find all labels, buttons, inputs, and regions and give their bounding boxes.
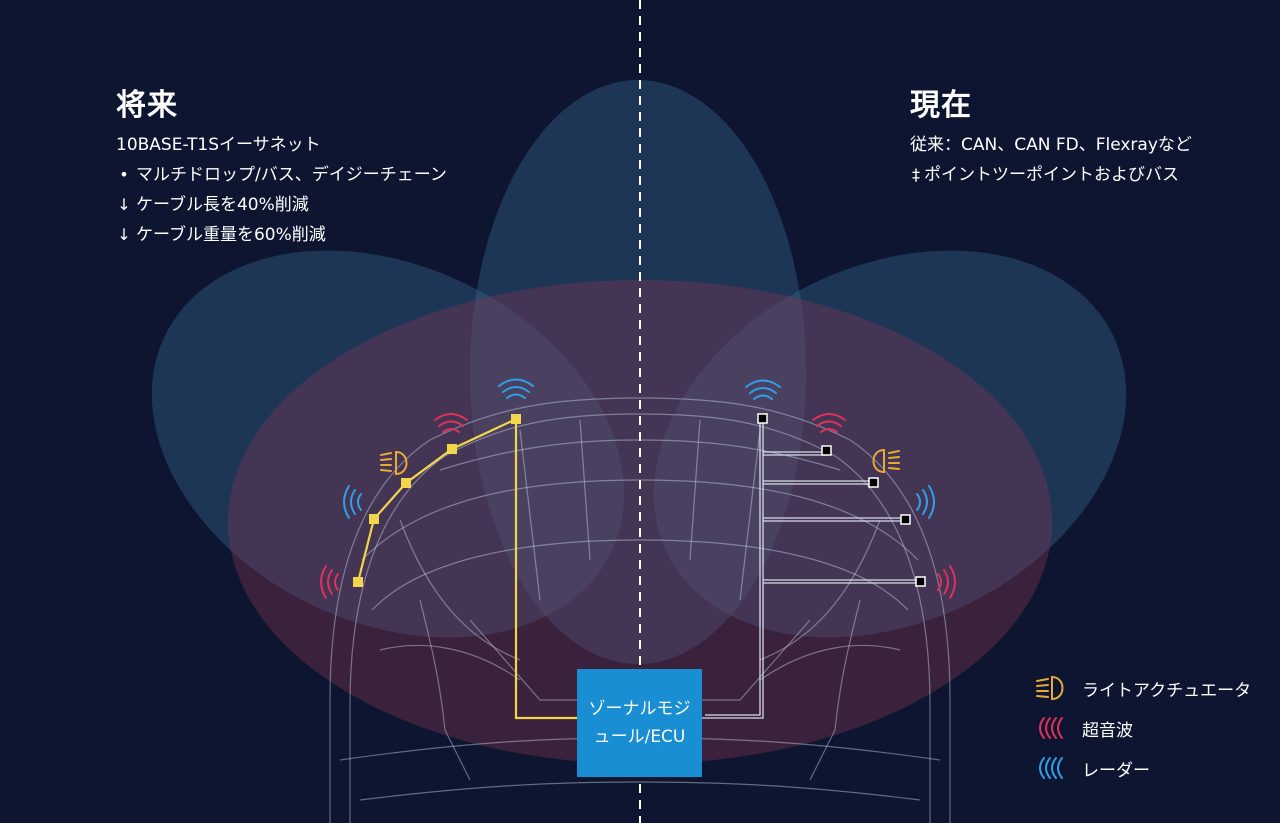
p2p-nodes	[757, 413, 926, 587]
headlight-icon	[872, 448, 900, 474]
legend-label: 超音波	[1082, 720, 1133, 741]
bus-node	[511, 414, 521, 424]
ultrasonic-wave-icon	[1039, 717, 1063, 739]
future-line: • マルチドロップ/バス、デイジーチェーン	[116, 160, 447, 190]
current-line: ‡ ポイントツーポイントおよびバス	[910, 160, 1192, 190]
current-title: 現在	[910, 88, 972, 123]
ultrasonic-icon	[320, 565, 339, 599]
legend-label: ライトアクチュエータ	[1082, 680, 1252, 701]
bus-node	[353, 577, 363, 587]
future-title: 将来	[116, 88, 178, 123]
future-line-text: ケーブル長を40%削減	[136, 195, 309, 215]
current-line-text: 従来：CAN、CAN FD、Flexrayなど	[910, 135, 1192, 155]
future-line-text: 10BASE-T1Sイーサネット	[116, 135, 321, 155]
radar-icon	[916, 485, 935, 519]
coverage-zone-wide	[228, 280, 1052, 764]
zonal-ecu-box: ゾーナルモジュール/ECU	[577, 669, 702, 777]
coverage-zone-right	[653, 250, 1127, 638]
ultrasonic-icon	[937, 565, 956, 599]
coverage-zone-center	[470, 80, 806, 664]
future-section: 将来 10BASE-T1Sイーサネット • マルチドロップ/バス、デイジーチェー…	[116, 80, 447, 250]
bus-node	[401, 478, 411, 488]
legend: ライトアクチュエータ 超音波 レーダー	[1034, 668, 1251, 788]
sensor-coverage-zones	[151, 80, 1127, 764]
p2p-node	[821, 445, 832, 456]
current-section: 現在 従来：CAN、CAN FD、Flexrayなど ‡ ポイントツーポイントお…	[910, 80, 1192, 190]
radar-icon	[498, 378, 534, 399]
future-line: ↓ ケーブル長を40%削減	[116, 190, 447, 220]
future-line-text: マルチドロップ/バス、デイジーチェーン	[136, 165, 447, 185]
point-to-point-wiring	[702, 419, 920, 719]
coverage-zone-left	[151, 250, 625, 638]
future-line: 10BASE-T1Sイーサネット	[116, 130, 447, 160]
p2p-node	[900, 514, 911, 525]
down-arrow-icon: ↓	[117, 225, 131, 244]
current-line-text: ポイントツーポイントおよびバス	[924, 165, 1179, 185]
future-line-text: ケーブル重量を60%削減	[136, 225, 326, 245]
headlight-icon	[380, 450, 408, 476]
radar-wave-icon	[1039, 757, 1063, 779]
legend-item-light: ライトアクチュエータ	[1034, 668, 1251, 708]
radar-icon	[343, 485, 362, 519]
down-arrow-icon: ↓	[117, 195, 131, 214]
headlight-icon	[1036, 675, 1064, 701]
legend-item-ultrasonic: 超音波	[1034, 708, 1251, 748]
daisy-chain-bus	[353, 414, 578, 720]
p2p-node	[868, 477, 879, 488]
bus-node	[369, 514, 379, 524]
p2p-node	[915, 576, 926, 587]
ultrasonic-icon	[812, 413, 846, 433]
double-dagger-icon: ‡	[912, 165, 920, 184]
future-line: ↓ ケーブル重量を60%削減	[116, 220, 447, 250]
ecu-label: ゾーナルモジュール/ECU	[588, 699, 691, 747]
bullet-icon: •	[119, 165, 129, 184]
legend-label: レーダー	[1082, 760, 1150, 781]
current-line: 従来：CAN、CAN FD、Flexrayなど	[910, 130, 1192, 160]
radar-icon	[745, 379, 781, 400]
p2p-node	[757, 413, 768, 424]
legend-item-radar: レーダー	[1034, 748, 1251, 788]
bus-node	[447, 444, 457, 454]
ultrasonic-icon	[434, 413, 468, 433]
